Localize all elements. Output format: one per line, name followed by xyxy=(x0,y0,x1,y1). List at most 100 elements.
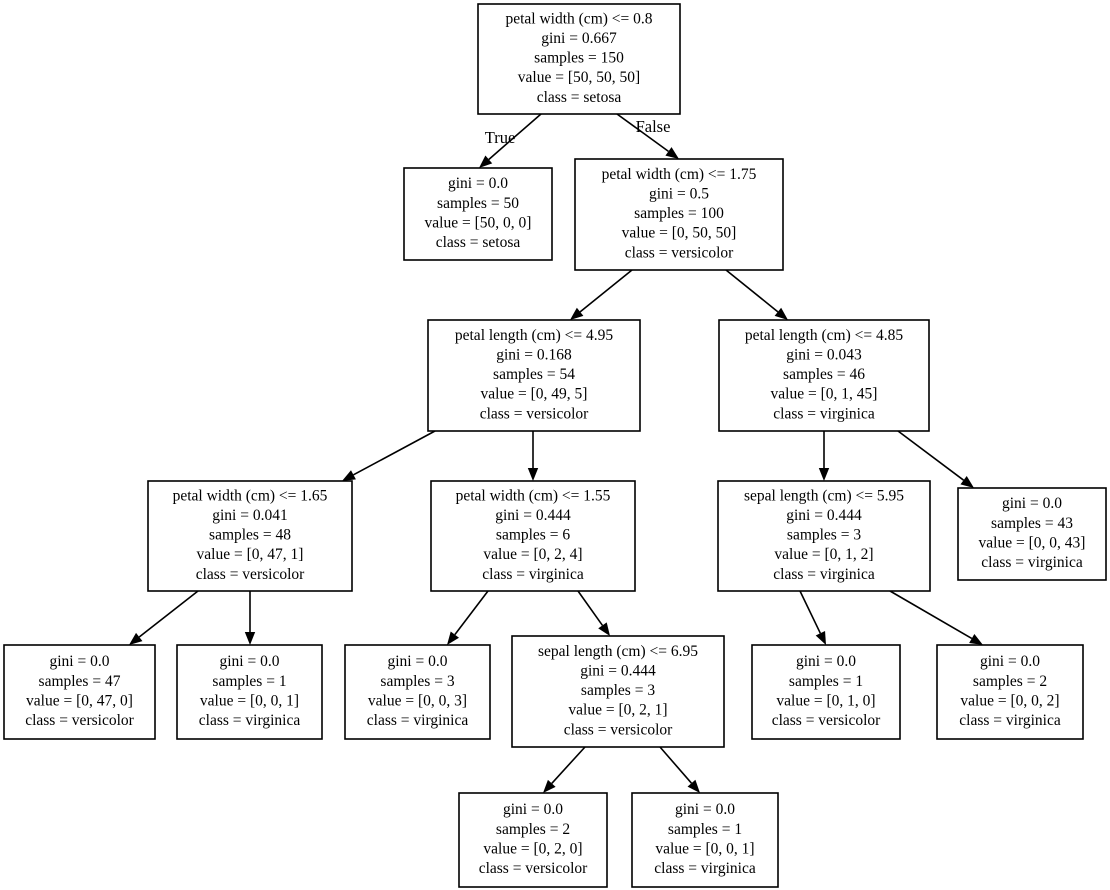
edge-arrowhead xyxy=(598,622,610,636)
node-box[interactable] xyxy=(344,644,491,740)
edges-layer xyxy=(129,113,983,793)
node-box[interactable] xyxy=(477,3,681,115)
node-text-line: gini = 0.0 xyxy=(388,653,448,670)
edge-arrowhead xyxy=(447,631,460,645)
tree-node[interactable]: gini = 0.0 samples = 47 value = [0, 47, 0]… xyxy=(3,644,156,740)
node-box[interactable] xyxy=(751,644,901,740)
node-text-line: value = [0, 49, 5] xyxy=(481,386,588,403)
node-text-line: gini = 0.5 xyxy=(649,185,709,202)
node-box[interactable] xyxy=(427,319,641,432)
node-box[interactable] xyxy=(631,792,779,888)
edge-line xyxy=(616,113,669,153)
edge-line xyxy=(799,590,822,634)
node-text-line: class = virginica xyxy=(367,712,469,729)
node-text-line: class = virginica xyxy=(959,712,1061,729)
edge-arrowhead xyxy=(969,633,983,645)
edge-arrowhead xyxy=(527,468,539,481)
node-text-line: petal width (cm) <= 1.55 xyxy=(456,487,611,504)
edge-line xyxy=(897,430,965,481)
node-text-line: samples = 3 xyxy=(787,527,861,544)
edge-arrowhead xyxy=(543,779,556,793)
node-text-line: value = [0, 1, 2] xyxy=(774,546,873,563)
node-text-line: samples = 1 xyxy=(668,821,742,838)
edge-line xyxy=(579,269,633,313)
edge-arrowhead xyxy=(774,307,788,320)
node-text-line: samples = 46 xyxy=(783,366,865,383)
node-box[interactable] xyxy=(936,644,1084,740)
edge-line xyxy=(551,746,586,784)
node-text-line: sepal length (cm) <= 6.95 xyxy=(538,643,698,660)
node-box[interactable] xyxy=(3,644,156,740)
node-box[interactable] xyxy=(574,158,784,271)
node-text-line: gini = 0.0 xyxy=(448,175,508,192)
node-box[interactable] xyxy=(176,644,323,740)
node-box[interactable] xyxy=(403,167,553,261)
edge-line xyxy=(138,590,199,638)
tree-edge xyxy=(725,269,788,320)
node-box[interactable] xyxy=(147,480,353,592)
node-text-line: gini = 0.444 xyxy=(786,507,862,524)
node-text-line: petal width (cm) <= 1.65 xyxy=(173,487,328,504)
node-text-line: gini = 0.0 xyxy=(1002,495,1062,512)
tree-edge xyxy=(570,269,633,320)
edge-arrowhead xyxy=(129,632,143,645)
edge-line xyxy=(659,746,693,784)
node-box[interactable] xyxy=(511,635,725,748)
node-text-line: value = [0, 47, 1] xyxy=(197,546,304,563)
node-text-line: value = [0, 47, 0] xyxy=(26,692,133,709)
node-text-line: petal width (cm) <= 0.8 xyxy=(505,10,652,27)
node-box[interactable] xyxy=(430,480,636,592)
node-text-line: value = [0, 2, 4] xyxy=(483,546,582,563)
node-text-line: gini = 0.0 xyxy=(50,653,110,670)
tree-edge xyxy=(129,590,199,645)
edge-label-true-label: True xyxy=(485,128,516,147)
node-text-line: class = setosa xyxy=(436,234,521,251)
node-box[interactable] xyxy=(458,792,608,888)
node-text-line: class = setosa xyxy=(537,89,622,106)
edge-line xyxy=(488,113,542,161)
node-text-line: samples = 3 xyxy=(380,673,454,690)
node-text-line: samples = 6 xyxy=(496,527,570,544)
node-text-line: value = [0, 0, 3] xyxy=(368,692,467,709)
tree-edge xyxy=(479,113,542,168)
edge-line xyxy=(353,430,436,476)
node-text-line: value = [0, 1, 45] xyxy=(771,386,878,403)
node-text-line: gini = 0.0 xyxy=(220,653,280,670)
edge-line xyxy=(725,269,779,313)
node-text-line: value = [0, 2, 0] xyxy=(483,840,582,857)
edge-arrowhead xyxy=(342,470,356,481)
tree-node[interactable]: gini = 0.0 samples = 3 value = [0, 0, 3] cl… xyxy=(344,644,491,740)
tree-edge xyxy=(818,431,830,481)
node-box[interactable] xyxy=(957,487,1107,581)
node-text-line: samples = 1 xyxy=(212,673,286,690)
node-text-line: samples = 48 xyxy=(209,527,291,544)
edge-arrowhead xyxy=(244,632,256,645)
node-text-line: samples = 47 xyxy=(39,673,121,690)
node-text-line: class = virginica xyxy=(981,554,1083,571)
node-text-line: value = [0, 0, 43] xyxy=(979,534,1086,551)
node-box[interactable] xyxy=(718,319,930,432)
node-text-line: samples = 50 xyxy=(437,195,519,212)
tree-edge xyxy=(659,746,700,793)
node-text-line: class = virginica xyxy=(773,405,875,422)
tree-edge xyxy=(889,590,983,645)
node-text-line: samples = 2 xyxy=(496,821,570,838)
node-box[interactable] xyxy=(717,480,931,592)
